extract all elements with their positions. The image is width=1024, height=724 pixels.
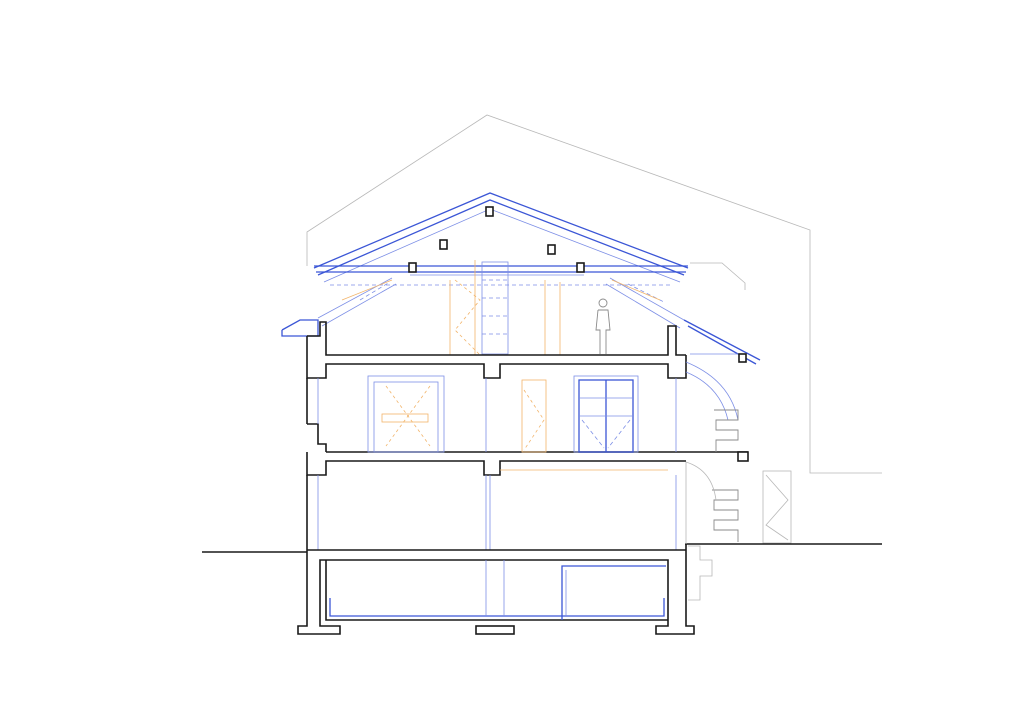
upper-floor <box>306 375 686 453</box>
roof-structure <box>281 192 761 365</box>
exterior-stair <box>685 361 739 601</box>
attic-floor-slab <box>306 321 687 379</box>
basement <box>297 544 695 635</box>
ground-floor <box>306 475 686 552</box>
roof-purlins <box>408 206 747 363</box>
attic-new-work <box>341 260 661 356</box>
context-building-outline <box>306 114 882 544</box>
ground-line <box>202 543 882 553</box>
human-scale-figure <box>595 298 611 354</box>
attic-stair <box>481 261 509 355</box>
ground-floor-slab <box>306 451 749 476</box>
